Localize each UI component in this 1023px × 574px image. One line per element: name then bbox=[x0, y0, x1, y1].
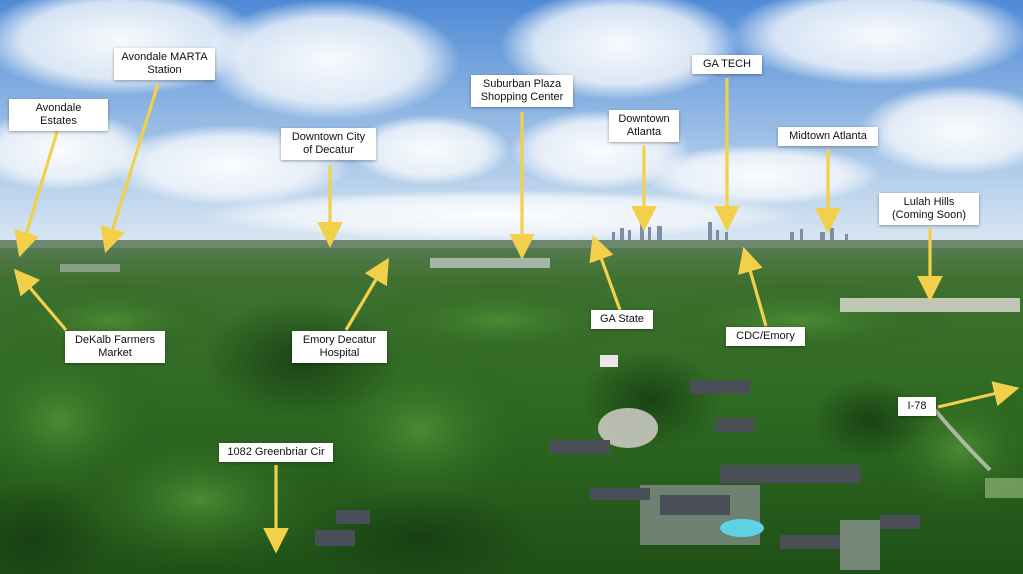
clearings bbox=[60, 258, 1020, 448]
label-downtown-decatur: Downtown City of Decatur bbox=[281, 128, 376, 160]
label-lulah-hills: Lulah Hills (Coming Soon) bbox=[879, 193, 979, 225]
arrow-ga-state bbox=[589, 234, 622, 311]
label-emory-decatur-hospital: Emory Decatur Hospital bbox=[292, 331, 387, 363]
label-cdc-emory: CDC/Emory bbox=[726, 327, 805, 346]
label-suburban-plaza: Suburban Plaza Shopping Center bbox=[471, 75, 573, 107]
arrow-avondale-marta bbox=[100, 83, 160, 254]
apartment-complex bbox=[315, 355, 920, 570]
label-midtown-atlanta: Midtown Atlanta bbox=[778, 127, 878, 146]
label-ga-tech: GA TECH bbox=[692, 55, 762, 74]
arrow-emory-decatur bbox=[344, 257, 389, 331]
arrow-avondale-estates bbox=[14, 121, 62, 258]
label-avondale-marta-station: Avondale MARTA Station bbox=[114, 48, 215, 80]
arrow-dekalb-farmers bbox=[13, 268, 68, 332]
label-i78: I-78 bbox=[898, 397, 936, 416]
label-avondale-estates: Avondale Estates bbox=[9, 99, 108, 131]
label-ga-state: GA State bbox=[591, 310, 653, 329]
label-greenbriar-cir: 1082 Greenbriar Cir bbox=[219, 443, 333, 462]
arrow-i78 bbox=[937, 381, 1020, 409]
arrow-cdc-emory bbox=[738, 246, 768, 327]
label-dekalb-farmers-market: DeKalb Farmers Market bbox=[65, 331, 165, 363]
skyline bbox=[612, 222, 848, 242]
highway bbox=[933, 408, 992, 472]
label-downtown-atlanta: Downtown Atlanta bbox=[609, 110, 679, 142]
